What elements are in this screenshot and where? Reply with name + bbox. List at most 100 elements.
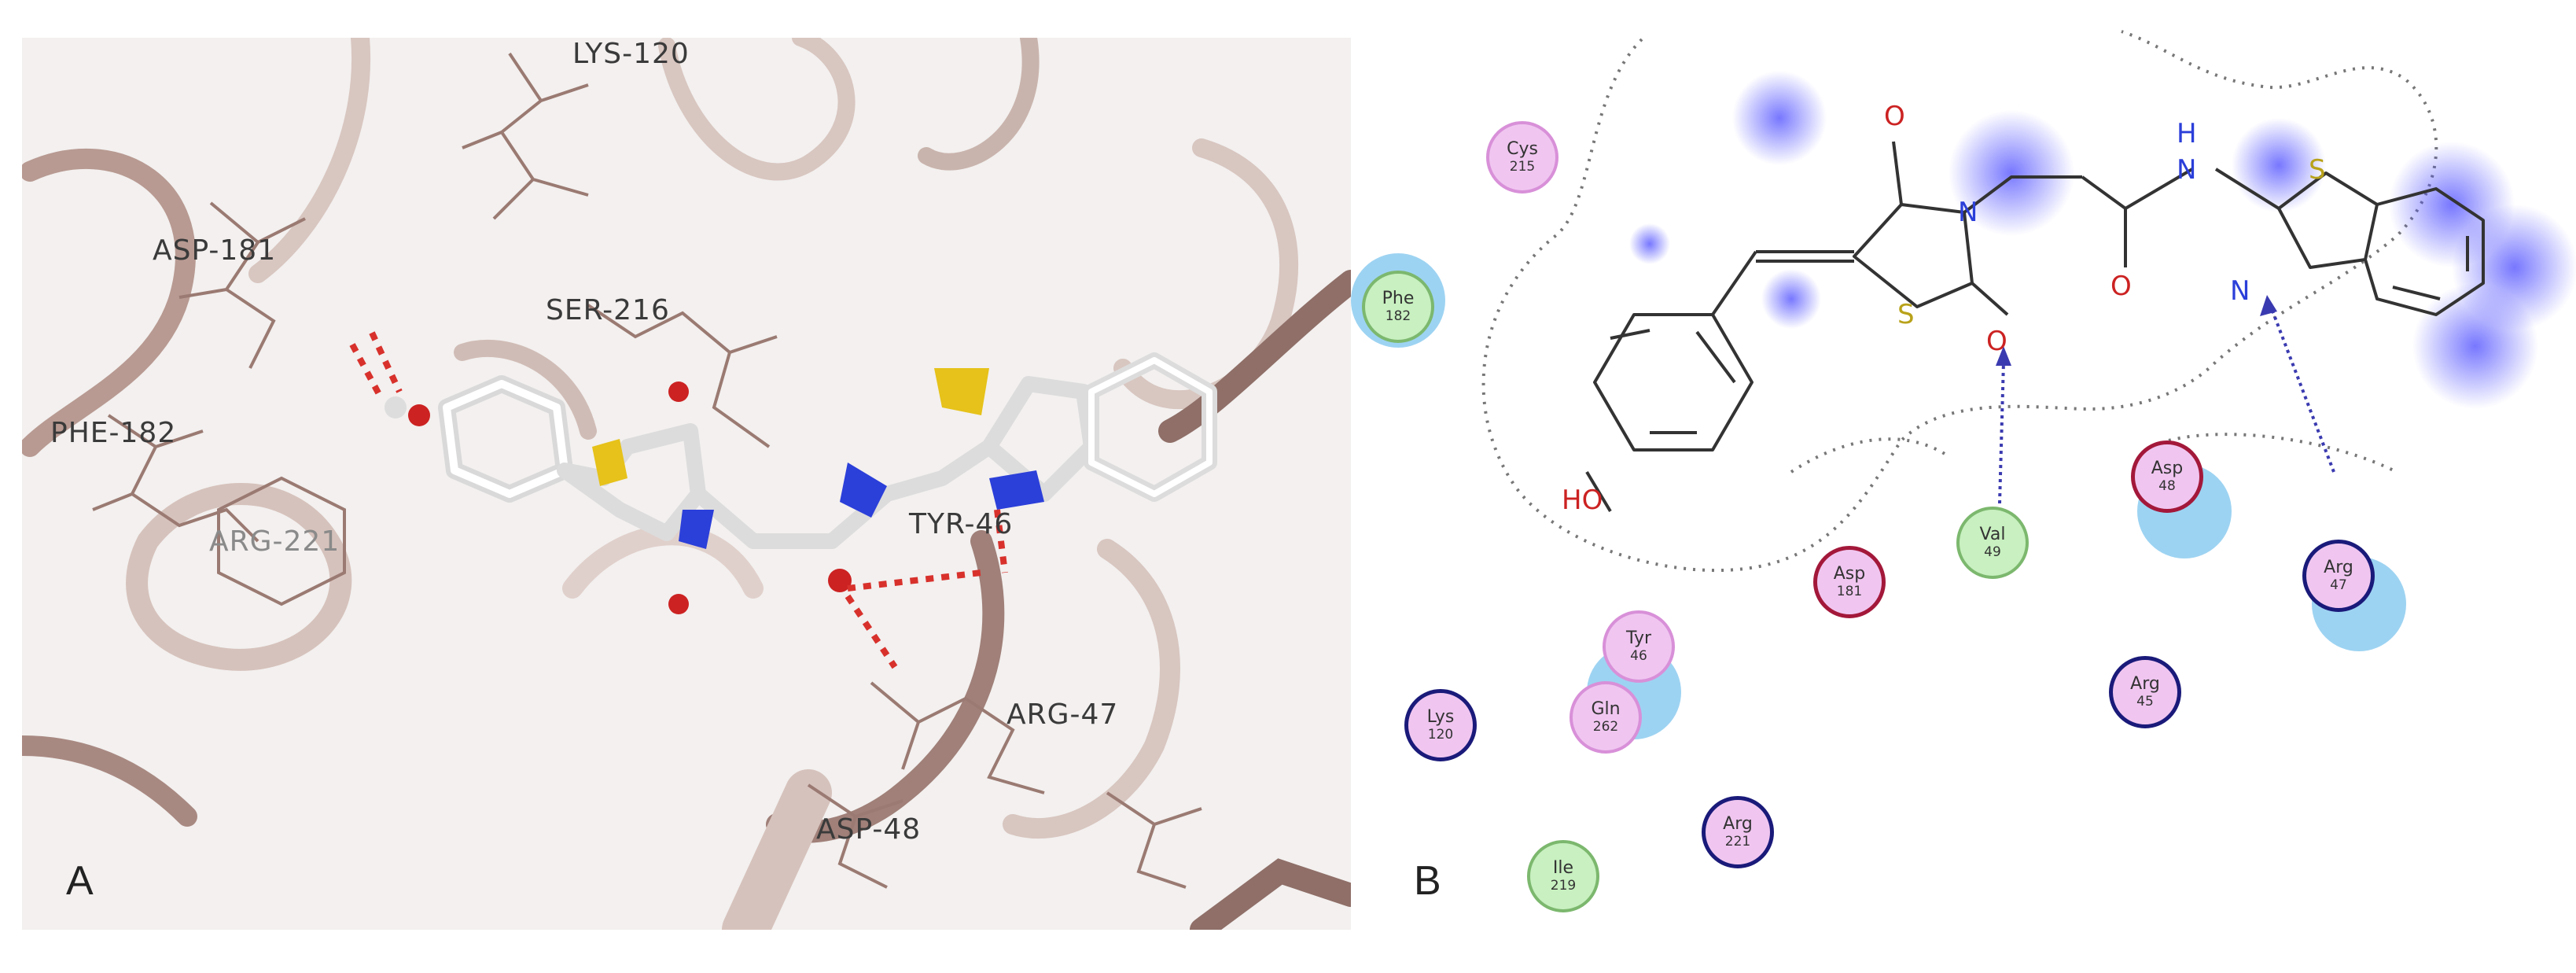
atom-o-carbonyl-top: O [1884,101,1905,132]
label-arg221: ARG-221 [209,525,340,558]
residue-tyr46: Tyr 46 [1603,610,1675,683]
atom-s-tzd [592,439,627,486]
stick-phe182 [92,414,259,543]
atom-n-thiazole [989,470,1044,510]
ribbon-right-arrow [1158,270,1351,443]
atom-h-phenol [385,396,407,418]
atom-o-tzd-bottom [668,594,689,614]
atom-s-thiazole: S [2309,154,2326,186]
ribbon-center-upper [454,339,597,440]
ribbon-helix-left [22,149,196,457]
residue-arg47: Arg 47 [2302,540,2375,612]
ribbon-right-loop [1113,138,1299,409]
label-phe182: PHE-182 [50,417,177,449]
atom-n-amide: N [2177,154,2197,186]
atom-o-ring: O [1986,326,2007,357]
ribbon-scene [22,38,1351,930]
residue-name: Arg [2130,674,2160,694]
atom-o-tzd-top [668,381,689,402]
residue-name: Tyr [1625,628,1652,648]
hbond-amide-arg47 [847,569,982,592]
hbond-amide-asp48 [845,594,898,669]
residue-phe182: Phe 182 [1362,271,1434,343]
residue-asp181: Asp 181 [1813,546,1886,618]
residue-number: 182 [1385,308,1411,324]
hbond-asp181-b [369,331,403,393]
stick-asp181 [178,201,306,369]
ribbon-upper [248,38,371,283]
residue-number: 45 [2136,694,2154,709]
residue-name: Asp [2151,459,2184,478]
residue-arg45: Arg 45 [2109,656,2181,728]
residue-name: Val [1979,525,2006,544]
residue-number: 46 [1630,648,1647,664]
ribbon-top-loop [658,38,856,181]
residue-name: Ile [1552,858,1574,878]
residue-number: 181 [1836,584,1863,599]
residue-ile219: Ile 219 [1527,840,1599,912]
atom-hydroxyl: HO [1562,485,1603,516]
ligand-thiazolidinedione [557,423,706,541]
ribbon-helix-lower [126,483,352,671]
residue-number: 219 [1550,878,1577,894]
label-ser216: SER-216 [546,294,670,326]
solvent-exposure [1629,71,2576,409]
hbond-asp181-a [349,343,383,397]
stick-arg47 [870,681,1045,794]
atom-n-ring: N [1958,197,1978,228]
stick-asp48 [807,783,903,889]
stick-ser216 [587,304,778,448]
label-asp48: ASP-48 [816,813,922,846]
atom-o-amide: O [2110,271,2132,302]
hbond-thiazole-tyr46 [994,509,1008,573]
atom-h-amide: H [2177,118,2197,149]
atom-n-tzd [679,510,714,549]
residue-number: 49 [1984,544,2001,560]
residue-number: 215 [1509,159,1536,175]
residue-number: 262 [1592,719,1619,735]
residue-asp48: Asp 48 [2131,440,2203,513]
atom-n-thiazole: N [2230,275,2250,307]
label-asp181: ASP-181 [153,234,277,267]
atom-o-amide [828,569,852,592]
residue-number: 221 [1724,834,1751,850]
residue-name: Arg [1723,814,1753,834]
panel-a-letter: A [66,858,94,904]
ribbon-right-lower [1003,539,1180,839]
residue-arg221: Arg 221 [1702,796,1774,868]
ligand-2d [1585,141,2485,513]
interaction-diagram [1481,30,2576,573]
hbond-arrows [1998,306,2335,504]
stick-lys120 [462,52,589,220]
atom-s-ring: S [1897,299,1915,330]
arrow-head-asp48 [2260,295,2277,316]
stick-right-lower [1106,791,1202,889]
residue-cys215: Cys 215 [1486,121,1558,193]
panel-b-2d-interaction-map: O N H N S S O O N HO Cys 215 Phe 182 Asp… [1351,0,2576,973]
residue-name: Lys [1426,707,1455,727]
label-lys120: LYS-120 [572,38,690,70]
residue-gln262: Gln 262 [1570,681,1642,754]
residue-name: Arg [2324,558,2353,577]
ribbon-bottom-right [1190,858,1351,930]
residue-name: Asp [1833,564,1866,584]
residue-val49: Val 49 [1956,507,2029,579]
label-arg47: ARG-47 [1006,698,1119,731]
pocket-outline-inner [1790,437,1950,474]
ribbon-sheet [722,769,832,930]
ligand-linker [690,439,997,549]
residue-name: Cys [1507,139,1538,159]
atom-o-phenol [408,404,430,426]
stick-arg221-ring [217,476,346,606]
atom-s-thiazole [934,368,989,415]
residue-name: Gln [1591,699,1621,719]
panel-b-letter: B [1414,858,1441,904]
pocket-outline [1481,30,2438,573]
atom-n-amide [840,463,887,518]
arrow-head-val49 [1996,346,2011,366]
ribbon-top-right [918,38,1040,171]
residue-lys120: Lys 120 [1404,689,1477,761]
panel-a-3d-pose: LYS-120 ASP-181 SER-216 PHE-182 ARG-221 … [22,38,1351,930]
pocket-outline-right [2168,433,2398,474]
residue-number: 47 [2330,577,2347,593]
